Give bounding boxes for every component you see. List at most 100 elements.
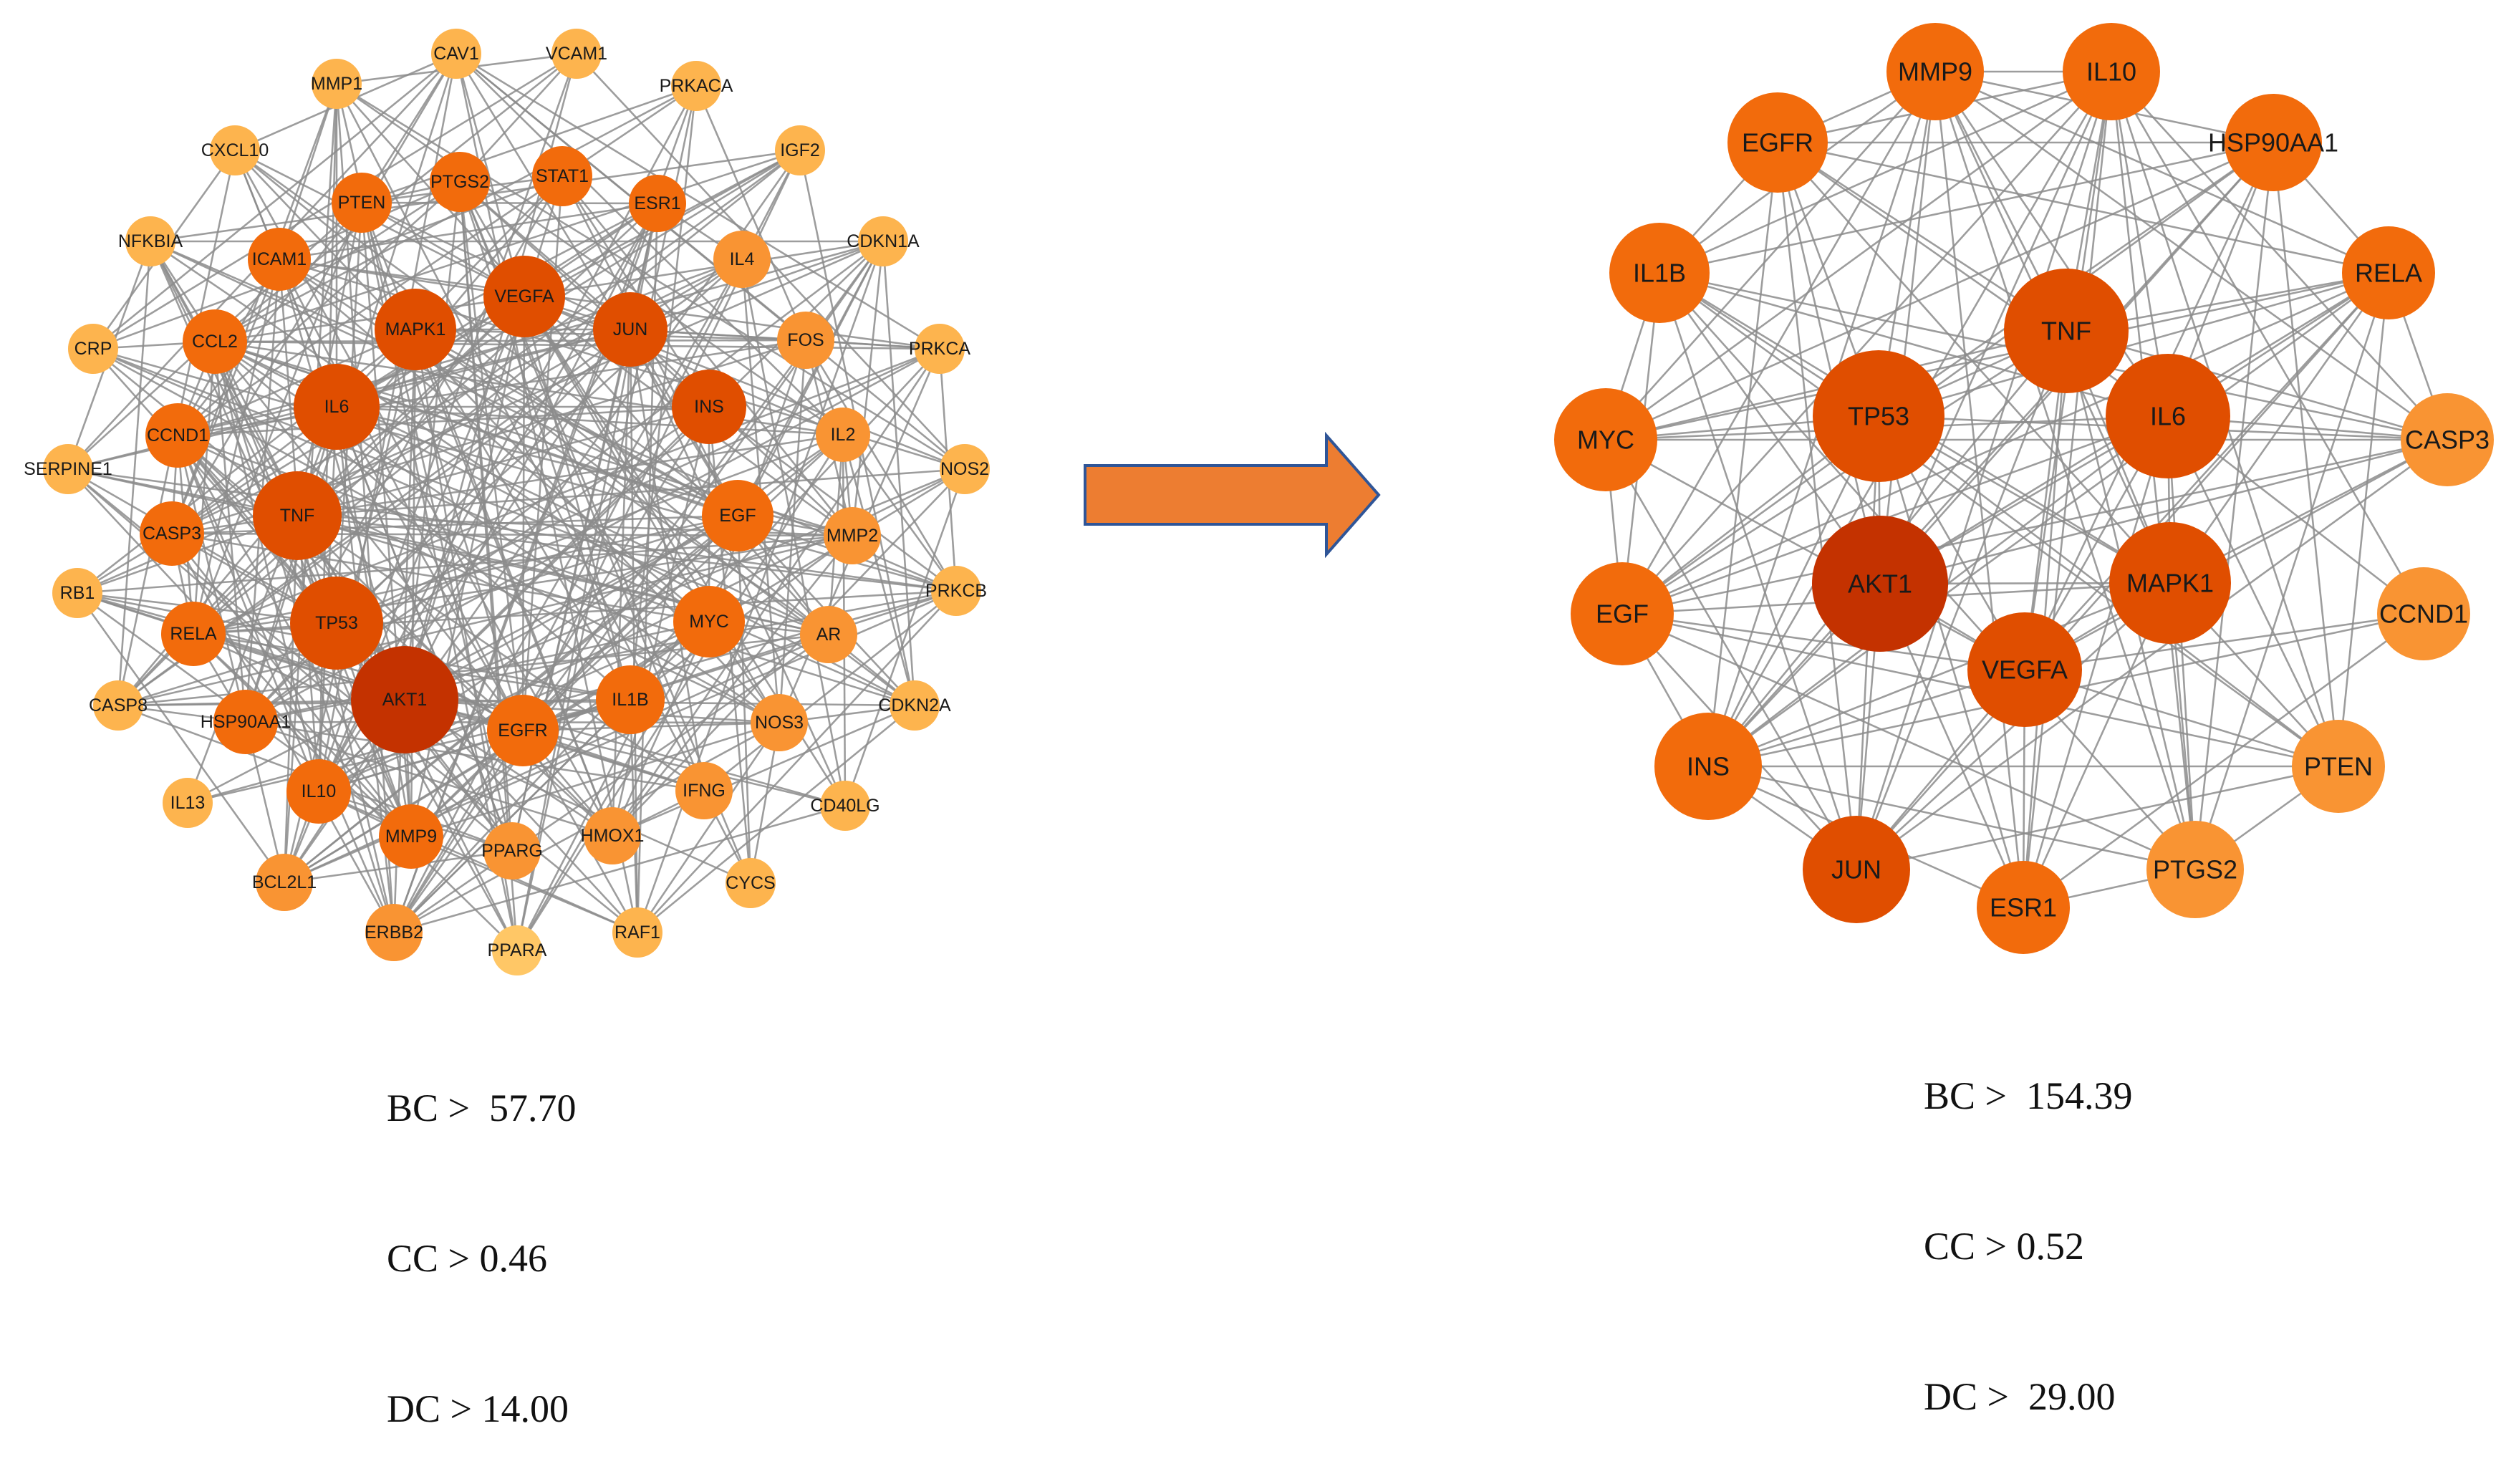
node-cxcl10: CXCL10: [201, 125, 269, 175]
edge: [234, 149, 915, 707]
node-label: NFKBIA: [118, 231, 183, 251]
edge: [92, 175, 563, 350]
edge: [177, 339, 806, 437]
node-label: AKT1: [382, 690, 428, 710]
node-circle: [52, 568, 102, 618]
node-ccl2: CCL2: [183, 309, 247, 374]
node-il2: IL2: [816, 408, 870, 462]
node-label: ESR1: [634, 193, 680, 213]
node-circle: [726, 858, 776, 908]
node-circle: [43, 444, 93, 494]
edge: [458, 181, 524, 731]
edge: [1707, 582, 2171, 768]
edge: [1621, 141, 2274, 615]
node-akt1: AKT1: [351, 646, 458, 753]
node-hsp90aa1: HSP90AA1: [2208, 94, 2338, 191]
edge: [296, 515, 413, 837]
node-label: HSP90AA1: [2208, 128, 2338, 158]
node-label: RAF1: [615, 922, 660, 943]
node-label: CYCS: [726, 873, 775, 893]
node-label: IFNG: [683, 781, 726, 801]
node-label: TP53: [1848, 402, 1909, 431]
node-circle: [210, 125, 260, 175]
edge: [318, 790, 638, 934]
node-prkaca: PRKACA: [660, 61, 733, 111]
node-stat1: STAT1: [532, 146, 592, 206]
node-label: RELA: [2355, 259, 2422, 288]
node-tp53: TP53: [1813, 350, 1944, 482]
node-circle: [584, 807, 641, 864]
edge: [2022, 71, 2113, 908]
edge: [2066, 329, 2448, 441]
node-circle: [256, 854, 313, 911]
node-circle: [702, 480, 774, 551]
node-circle: [2063, 23, 2160, 120]
edge: [393, 633, 829, 934]
edge: [1621, 612, 2196, 871]
node-tp53: TP53: [290, 577, 383, 670]
node-label: TNF: [2041, 317, 2091, 346]
right-criteria-cc: CC > 0.52: [1924, 1225, 2084, 1268]
edge: [2169, 272, 2390, 584]
node-egfr: EGFR: [487, 695, 559, 766]
node-ccnd1: CCND1: [2377, 567, 2470, 660]
edge: [637, 590, 957, 933]
left-criteria-bc: BC > 57.70: [387, 1086, 577, 1129]
node-circle: [125, 216, 175, 266]
node-rb1: RB1: [52, 568, 102, 618]
edge: [455, 53, 639, 933]
node-circle: [487, 695, 559, 766]
node-erbb2: ERBB2: [365, 904, 423, 961]
edge: [1877, 415, 2025, 908]
node-icam1: ICAM1: [248, 228, 311, 291]
node-casp3: CASP3: [140, 501, 204, 566]
node-cdkn2a: CDKN2A: [878, 680, 951, 731]
edge: [214, 149, 801, 343]
node-prkcb: PRKCB: [925, 566, 987, 616]
node-label: IL2: [831, 425, 856, 445]
edge: [1659, 70, 2112, 274]
edge: [76, 592, 286, 883]
node-circle: [161, 602, 226, 666]
edge: [695, 85, 807, 341]
edge: [393, 804, 846, 934]
edge: [1604, 439, 1858, 870]
edge: [611, 535, 854, 837]
edge: [522, 434, 844, 731]
node-tnf: TNF: [2004, 269, 2129, 393]
node-circle: [671, 61, 721, 111]
edge: [1879, 71, 2113, 584]
node-circle: [1727, 92, 1828, 193]
node-circle: [751, 694, 808, 751]
edge: [361, 201, 631, 331]
edge: [842, 434, 958, 592]
node-crp: CRP: [68, 324, 118, 374]
node-label: MMP9: [385, 827, 437, 847]
node-label: MYC: [1577, 425, 1634, 455]
node-label: MYC: [689, 612, 729, 632]
edge: [192, 202, 363, 635]
node-tnf: TNF: [253, 471, 342, 560]
node-label: ESR1: [1990, 893, 2057, 922]
node-circle: [551, 29, 602, 79]
node-label: HMOX1: [581, 826, 645, 846]
edge: [1621, 329, 2067, 615]
edge: [214, 339, 806, 343]
node-circle: [612, 907, 662, 958]
left-network-nodes: AKT1TP53TNFIL6MAPK1VEGFAJUNINSEGFMYCIL1B…: [24, 29, 990, 975]
node-igf2: IGF2: [775, 125, 825, 175]
node-label: PRKACA: [660, 76, 733, 96]
edge: [284, 849, 513, 884]
edge: [2024, 438, 2448, 671]
node-circle: [1554, 388, 1657, 491]
edge: [576, 53, 965, 470]
edge: [1776, 142, 1881, 584]
edge: [1621, 71, 2112, 615]
node-label: MMP2: [827, 526, 878, 546]
right-criteria-dc: DC > 29.00: [1924, 1375, 2116, 1418]
node-circle: [430, 152, 490, 212]
node-nfkbia: NFKBIA: [118, 216, 183, 266]
node-circle: [2292, 720, 2385, 813]
node-il6: IL6: [2106, 354, 2230, 478]
edge: [2194, 142, 2275, 870]
